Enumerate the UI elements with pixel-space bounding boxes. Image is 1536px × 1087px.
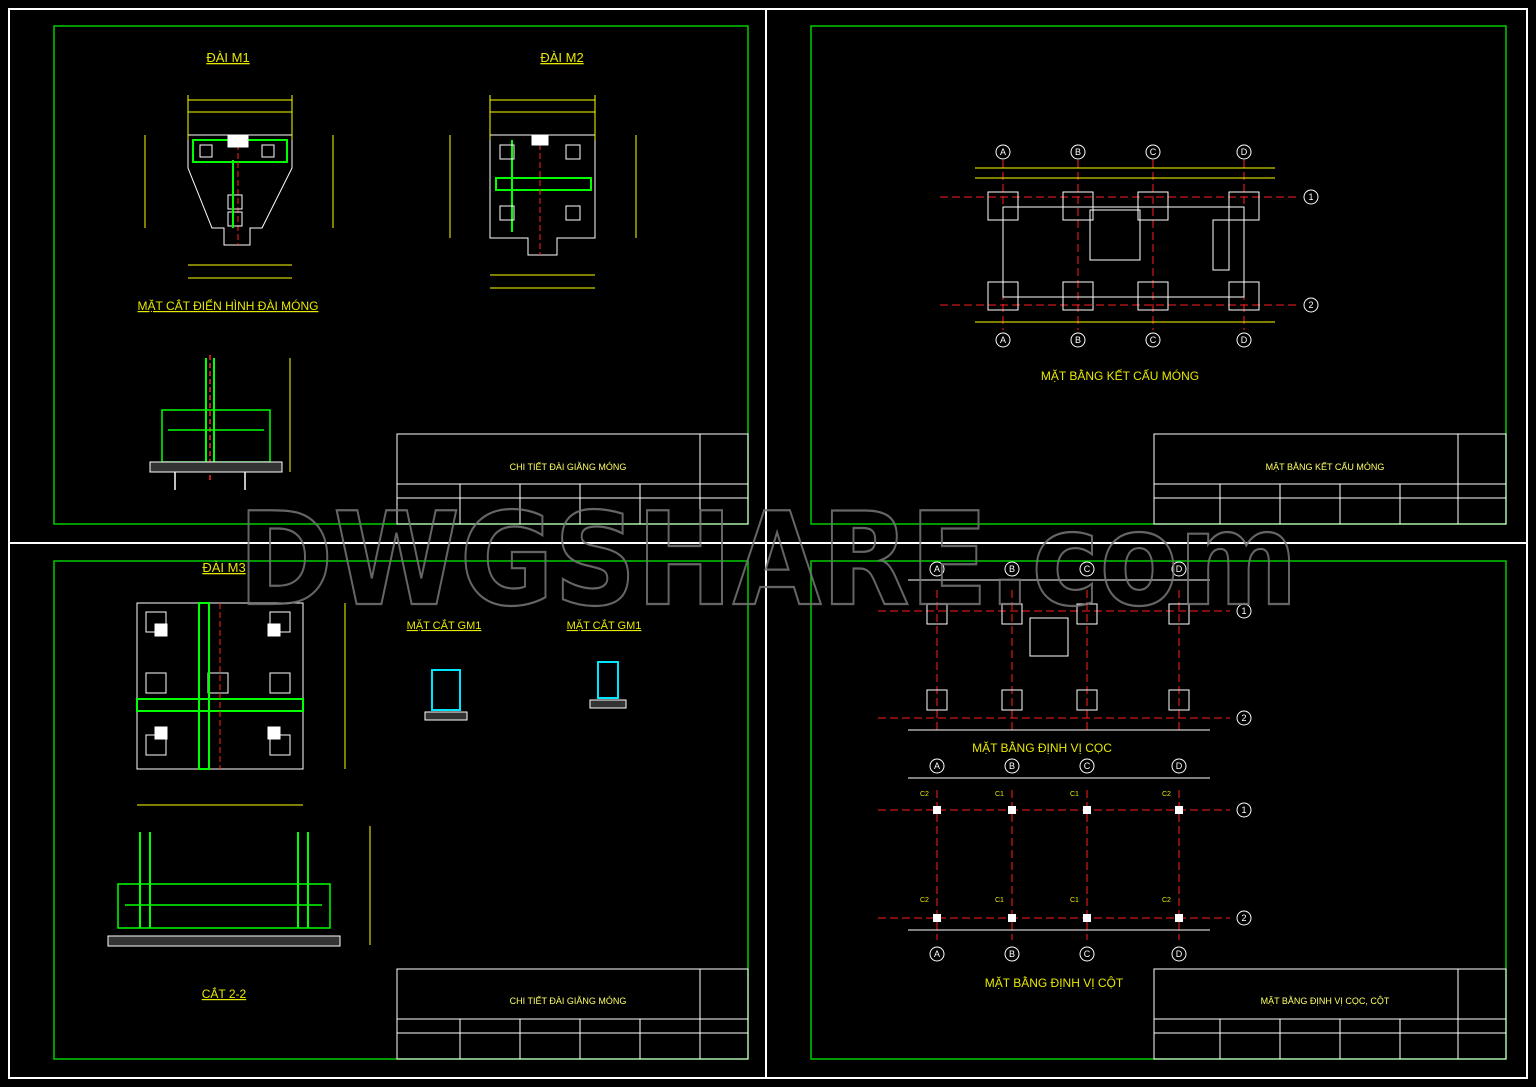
dai-m1-drawing	[144, 95, 334, 279]
sheet-4: A B C D 1 2 MẶT BẰNG ĐỊNH VỊ CỌC	[810, 560, 1507, 1060]
foundation-plan: A B C D A B C D 1 2	[940, 144, 1319, 348]
titleblock-2	[1153, 433, 1507, 525]
col-axis-bottom-a: A	[934, 949, 940, 959]
col-axis-1: 1	[1241, 805, 1246, 815]
axis-bottom-b: B	[1075, 335, 1081, 345]
watermark-text: DWGSHARE.com	[238, 486, 1298, 635]
axis-bottom-d: D	[1241, 335, 1248, 345]
sheet-2-border	[810, 25, 1507, 525]
titleblock-1	[396, 433, 749, 525]
column-label-4: C2	[1162, 791, 1171, 798]
pile-axis-2: 2	[1241, 713, 1246, 723]
pile-axis-a: A	[934, 564, 940, 574]
section-gm1-a: MẶT CẮT GM1	[407, 619, 482, 632]
titleblock-2-title: MẶT BẰNG KẾT CẤU MÓNG	[1266, 462, 1385, 472]
dai-m3-plan	[136, 602, 346, 806]
cut-2-2-detail	[107, 826, 371, 947]
sheet-3: ĐÀI M3 MẶT CẮT GM1 MẶT CẮT GM1	[53, 560, 749, 1060]
gm1-section-b	[589, 661, 627, 709]
column-label-3: C1	[1070, 791, 1079, 798]
col-axis-bottom-b: B	[1009, 949, 1015, 959]
section-title-dai-mong: MẶT CẮT ĐIỂN HÌNH ĐÀI MÓNG	[138, 298, 319, 313]
pile-axis-b: B	[1009, 564, 1015, 574]
pile-plan-title: MẶT BẰNG ĐỊNH VỊ CỌC	[972, 740, 1112, 755]
sheet-1-border	[53, 25, 749, 525]
section-gm1-b: MẶT CẮT GM1	[567, 619, 642, 632]
axis-top-a: A	[1000, 147, 1006, 157]
axis-top-b: B	[1075, 147, 1081, 157]
axis-top-d: D	[1241, 147, 1248, 157]
col-axis-bottom-c: C	[1084, 949, 1091, 959]
titleblock-4-title: MẶT BẰNG ĐỊNH VỊ CỌC, CỘT	[1261, 996, 1390, 1006]
dai-m2-drawing	[449, 95, 637, 289]
col-axis-bottom-d: D	[1176, 949, 1183, 959]
pile-axis-d: D	[1176, 564, 1183, 574]
sheet-1: ĐÀI M1 ĐÀI M2 MẶT CẮT ĐIỂN HÌNH ĐÀI MÓNG	[53, 25, 749, 525]
col-axis-top-b: B	[1009, 761, 1015, 771]
axis-top-c: C	[1150, 147, 1157, 157]
column-label-6: C1	[995, 897, 1004, 904]
axis-side-1: 1	[1308, 192, 1313, 202]
column-layout-plan: A B C D A B C D 1 2 C2 C1 C1 C2 C2 C1 C1…	[878, 758, 1252, 962]
column-label-5: C2	[920, 897, 929, 904]
axis-bottom-c: C	[1150, 335, 1157, 345]
col-axis-top-a: A	[934, 761, 940, 771]
column-label-1: C2	[920, 791, 929, 798]
label-dai-m1: ĐÀI M1	[206, 50, 249, 65]
label-dai-m2: ĐÀI M2	[540, 50, 583, 65]
axis-side-2: 2	[1308, 300, 1313, 310]
titleblock-4	[1153, 968, 1507, 1060]
column-label-2: C1	[995, 791, 1004, 798]
col-axis-top-d: D	[1176, 761, 1183, 771]
gm1-section-a	[424, 669, 468, 721]
titleblock-3	[396, 968, 749, 1060]
column-label-7: C1	[1070, 897, 1079, 904]
sheet-2: A B C D A B C D 1 2 MẶT BẰNG KẾT CẤU MÓN…	[810, 25, 1507, 525]
pile-axis-c: C	[1084, 564, 1091, 574]
titleblock-1-title: CHI TIẾT ĐÀI GIẰNG MÓNG	[510, 462, 627, 472]
titleblock-3-title: CHI TIẾT ĐÀI GIẰNG MÓNG	[510, 996, 627, 1006]
col-axis-top-c: C	[1084, 761, 1091, 771]
pile-layout-plan: A B C D 1 2	[878, 561, 1252, 731]
pile-axis-1: 1	[1241, 606, 1246, 616]
cut-2-2-label: CẮT 2-2	[202, 986, 247, 1001]
foundation-plan-title: MẶT BẰNG KẾT CẤU MÓNG	[1041, 368, 1199, 383]
axis-bottom-a: A	[1000, 335, 1006, 345]
column-label-8: C2	[1162, 897, 1171, 904]
column-plan-title: MẶT BẰNG ĐỊNH VỊ CỘT	[985, 975, 1124, 990]
label-dai-m3: ĐÀI M3	[202, 560, 245, 575]
section-detail-1	[149, 355, 291, 490]
col-axis-2: 2	[1241, 913, 1246, 923]
